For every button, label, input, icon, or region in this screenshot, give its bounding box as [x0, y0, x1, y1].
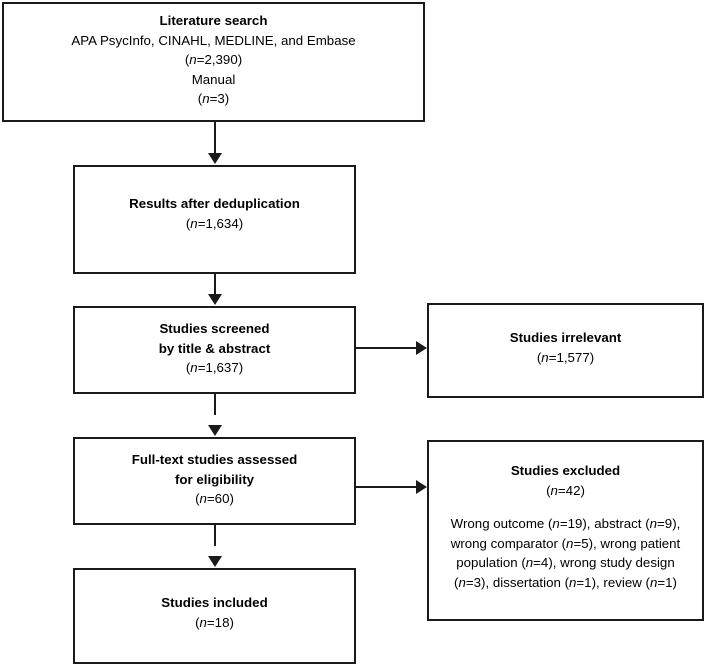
- connector-screened-to-irrelevant: [356, 347, 418, 349]
- deduplication-count: (n=1,634): [185, 215, 244, 231]
- arrowhead-dedup-to-screened: [208, 294, 222, 305]
- excluded-heading: Studies excluded: [510, 463, 621, 478]
- node-irrelevant: Studies irrelevant (n=1,577): [427, 303, 704, 398]
- connector-screened-to-fulltext: [214, 394, 216, 415]
- fulltext-heading-line1: Full-text studies assessed: [131, 452, 298, 467]
- included-count: (n=18): [195, 614, 234, 630]
- literature-search-manual-count: (n=3): [197, 91, 230, 106]
- node-included: Studies included (n=18): [73, 568, 356, 664]
- literature-search-manual-label: Manual: [191, 71, 236, 87]
- screened-heading-line2: by title & abstract: [158, 340, 271, 356]
- node-screened: Studies screened by title & abstract (n=…: [73, 306, 356, 394]
- arrowhead-screened-to-fulltext: [208, 425, 222, 436]
- connector-dedup-to-screened: [214, 274, 216, 295]
- fulltext-count: (n=60): [195, 491, 234, 506]
- excluded-reasons-list: Wrong outcome (n=19), abstract (n=9), wr…: [450, 516, 681, 590]
- irrelevant-count: (n=1,577): [536, 349, 595, 365]
- arrowhead-fulltext-to-included: [208, 556, 222, 567]
- node-deduplication: Results after deduplication (n=1,634): [73, 165, 356, 274]
- screened-count: (n=1,637): [185, 360, 244, 375]
- connector-fulltext-to-excluded: [356, 486, 418, 488]
- excluded-count: (n=42): [546, 482, 585, 498]
- node-excluded: Studies excluded (n=42) Wrong outcome (n…: [427, 440, 704, 621]
- irrelevant-heading: Studies irrelevant: [509, 330, 622, 345]
- literature-search-databases: APA PsycInfo, CINAHL, MEDLINE, and Embas…: [71, 32, 356, 48]
- screened-heading-line1: Studies screened: [159, 321, 270, 336]
- literature-search-database-count: (n=2,390): [184, 52, 243, 67]
- node-fulltext-assessed: Full-text studies assessed for eligibili…: [73, 437, 356, 525]
- arrowhead-fulltext-to-excluded: [416, 480, 427, 494]
- deduplication-heading: Results after deduplication: [129, 196, 300, 211]
- node-literature-search: Literature search APA PsycInfo, CINAHL, …: [2, 2, 425, 122]
- connector-search-to-dedup: [214, 122, 216, 154]
- fulltext-heading-line2: for eligibility: [174, 471, 255, 487]
- literature-search-heading: Literature search: [159, 13, 268, 28]
- arrowhead-search-to-dedup: [208, 153, 222, 164]
- connector-fulltext-to-included: [214, 525, 216, 546]
- included-heading: Studies included: [161, 595, 268, 610]
- arrowhead-screened-to-irrelevant: [416, 341, 427, 355]
- excluded-spacer: [437, 500, 694, 514]
